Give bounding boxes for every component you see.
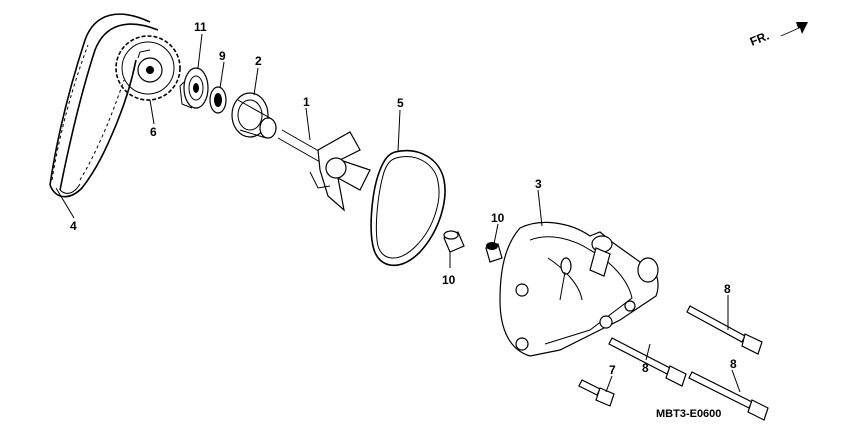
sprocket: [115, 35, 181, 101]
callout-8-upper: 8: [724, 282, 731, 296]
callout-4: 4: [70, 219, 77, 233]
callout-5: 5: [397, 96, 404, 110]
bearing: [179, 67, 209, 109]
callout-6: 6: [150, 125, 157, 139]
front-direction-arrow-icon: [780, 22, 808, 36]
callout-1: 1: [303, 95, 310, 109]
callout-labels: 11 9 2 1 5 6 4 3 10 10 8 8 8 7: [70, 20, 737, 377]
bolt-upper: [686, 305, 763, 355]
callout-7: 7: [609, 363, 616, 377]
bolt-lower: [688, 371, 769, 421]
callout-10-upper: 10: [491, 211, 505, 225]
callout-2: 2: [255, 54, 262, 68]
impeller-shaft: [277, 129, 371, 212]
callout-10-lower: 10: [442, 273, 456, 287]
leader-lines: [55, 33, 741, 393]
mechanical-seal: [231, 92, 277, 139]
dowel-pin-left: [443, 230, 465, 253]
callout-8-right: 8: [730, 357, 737, 371]
water-pump-cover: [499, 221, 659, 357]
front-direction-indicator: FR.: [748, 22, 808, 49]
cam-chain: [49, 13, 159, 198]
callout-3: 3: [535, 177, 542, 191]
callout-11: 11: [194, 20, 207, 34]
bolt-short: [578, 379, 615, 407]
callout-8-middle: 8: [642, 361, 649, 375]
o-ring-gasket: [370, 149, 446, 267]
callout-9: 9: [219, 49, 226, 63]
fr-label: FR.: [748, 29, 771, 49]
oil-seal: [209, 86, 227, 114]
diagram-code: MBT3-E0600: [656, 408, 721, 420]
dowel-pin-right: [485, 242, 503, 263]
bolt-middle: [608, 337, 687, 387]
